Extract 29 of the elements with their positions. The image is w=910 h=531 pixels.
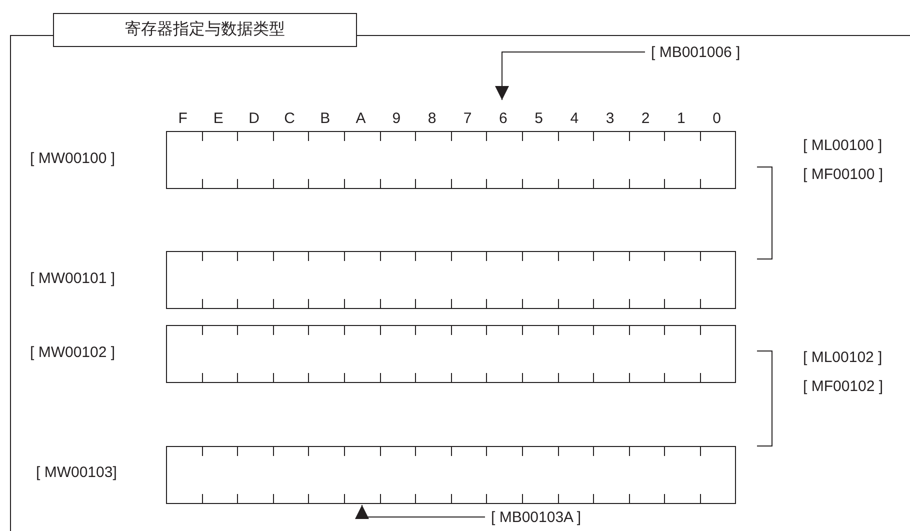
bit-number: 0 [712, 110, 722, 128]
bit-number: 5 [534, 110, 544, 128]
bit-number: 8 [426, 110, 438, 128]
leader-arrow [495, 52, 646, 100]
register-address: [ MW00102 ] [30, 344, 116, 362]
bit-number: 9 [391, 110, 402, 128]
leader-arrow [355, 504, 486, 519]
register-address: [ MF00100 ] [803, 166, 884, 184]
bit-number: 2 [640, 110, 651, 128]
register-address: [ MW00100 ] [30, 150, 116, 168]
bit-number: A [354, 110, 367, 128]
register-address: [ MF00102 ] [803, 378, 884, 396]
register-address: [ MW00103] [36, 464, 117, 482]
bit-number: F [177, 110, 188, 128]
register-address: [ MW00101 ] [30, 270, 116, 288]
bit-number: B [319, 110, 332, 128]
bit-number: E [212, 110, 224, 128]
bit-number: 7 [462, 110, 473, 128]
register-address: [ ML00102 ] [803, 349, 882, 367]
bit-number: 4 [569, 110, 580, 128]
bit-number: 3 [604, 110, 616, 128]
bit-number: 1 [676, 110, 686, 128]
address-label: [ MB00103A ] [491, 509, 582, 527]
register-address: [ ML00100 ] [803, 137, 882, 155]
bit-number: C [283, 110, 296, 128]
title-tab: 寄存器指定与数据类型 [53, 13, 357, 47]
address-label: [ MB001006 ] [651, 44, 740, 62]
bit-number: D [248, 110, 260, 128]
bit-number: 6 [498, 110, 508, 128]
